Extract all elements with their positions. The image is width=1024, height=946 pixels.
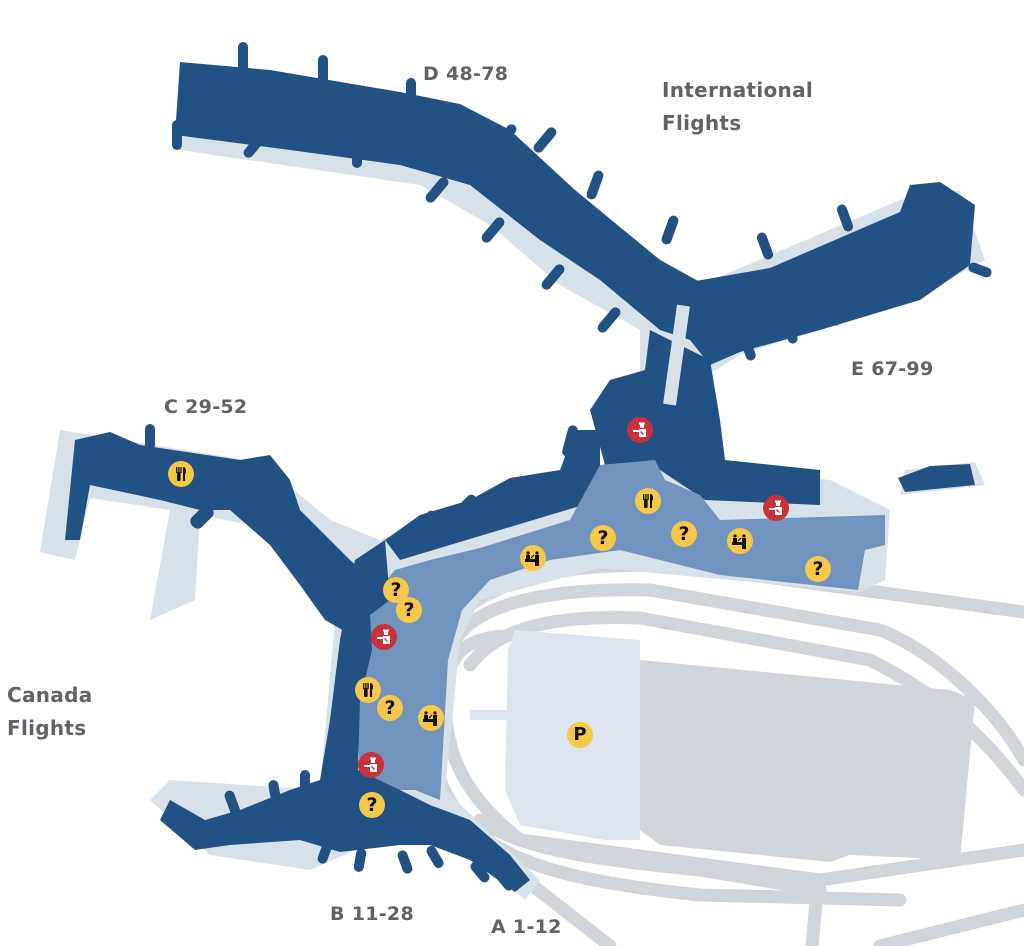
check-in-desk-icon <box>731 533 749 549</box>
question-icon: ? <box>384 696 396 719</box>
parking-icon: P <box>573 724 587 745</box>
poi-check-in[interactable] <box>727 528 753 554</box>
international-flights-label-line2: Flights <box>662 111 742 135</box>
concourse-c-label: C 29-52 <box>164 396 248 418</box>
question-icon: ? <box>812 557 824 580</box>
poi-check-in[interactable] <box>520 545 546 571</box>
question-icon: ? <box>390 578 402 601</box>
poi-check-in[interactable] <box>418 705 444 731</box>
concourse-b-label: B 11-28 <box>330 903 414 925</box>
customs-officer-icon <box>767 499 785 517</box>
poi-dining[interactable] <box>635 488 661 514</box>
concourse-a-b <box>160 540 530 892</box>
fork-knife-icon <box>360 682 376 698</box>
poi-information[interactable]: ? <box>396 597 422 623</box>
question-icon: ? <box>597 526 609 549</box>
poi-customs[interactable] <box>358 752 384 778</box>
poi-information[interactable]: ? <box>377 695 403 721</box>
concourse-a-label: A 1-12 <box>491 916 562 938</box>
landside-hall <box>355 460 885 800</box>
canada-flights-label-line2: Flights <box>7 716 87 740</box>
poi-parking[interactable]: P <box>567 722 593 748</box>
international-flights-label-line1: International <box>662 78 814 102</box>
parking-garage <box>470 630 975 862</box>
connector-skylight <box>663 304 690 406</box>
fork-knife-icon <box>640 493 656 509</box>
customs-officer-icon <box>375 628 393 646</box>
concourse-e <box>690 182 992 365</box>
fork-knife-icon <box>173 466 189 482</box>
concourse-d-label: D 48-78 <box>423 63 509 85</box>
concourse-d <box>172 42 700 340</box>
customs-officer-icon <box>362 756 380 774</box>
customs-officer-icon <box>631 421 649 439</box>
poi-customs[interactable] <box>763 495 789 521</box>
poi-information[interactable]: ? <box>590 525 616 551</box>
poi-information[interactable]: ? <box>359 792 385 818</box>
canada-flights-label-line1: Canada <box>7 683 93 707</box>
poi-information[interactable]: ? <box>671 521 697 547</box>
poi-information[interactable]: ? <box>805 556 831 582</box>
check-in-desk-icon <box>524 550 542 566</box>
check-in-desk-icon <box>422 710 440 726</box>
question-icon: ? <box>366 793 378 816</box>
poi-dining[interactable] <box>355 677 381 703</box>
concourse-e-label: E 67-99 <box>851 358 934 380</box>
poi-customs[interactable] <box>627 417 653 443</box>
poi-customs[interactable] <box>371 624 397 650</box>
poi-dining[interactable] <box>168 461 194 487</box>
question-icon: ? <box>678 522 690 545</box>
question-icon: ? <box>403 598 415 621</box>
concourse-c <box>65 424 390 640</box>
